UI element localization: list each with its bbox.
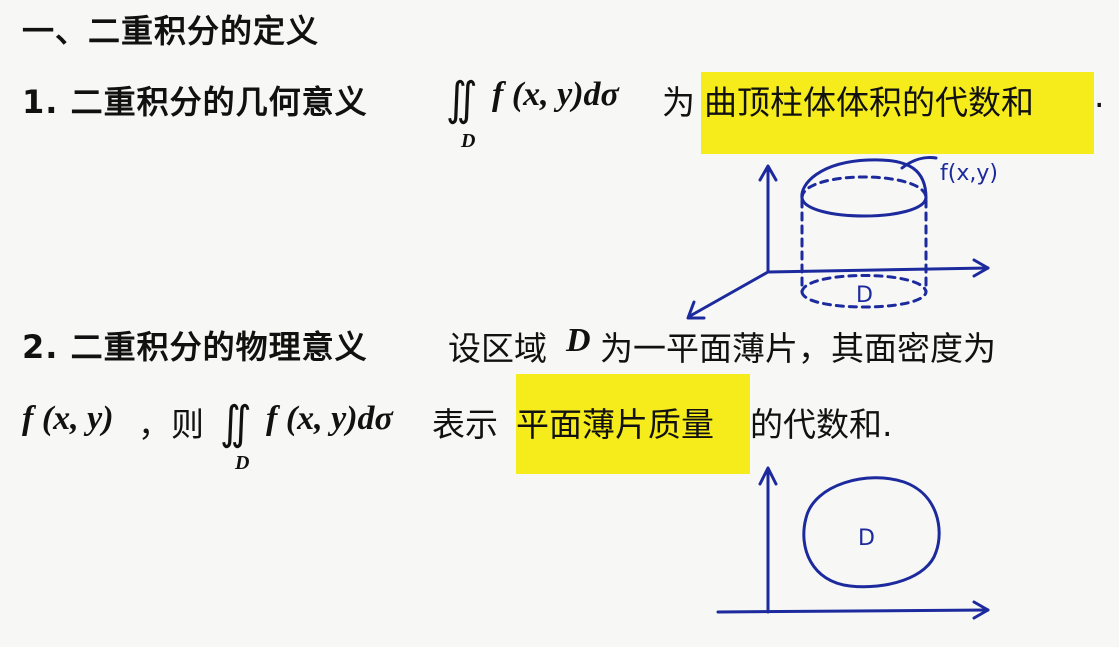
base-region-label: D [856, 283, 873, 308]
item2-comma-then: ，则 [138, 405, 204, 444]
region-D-label: D [858, 526, 875, 551]
plane-x-axis-line [716, 608, 990, 614]
region-D-outline [802, 476, 941, 589]
curved-top-surface [800, 158, 928, 200]
y-axis-line [766, 266, 990, 274]
item2-domain-subscript: D [235, 452, 250, 474]
item2-label: 2. 二重积分的物理意义 [22, 328, 368, 366]
item2-line1-rest: 为一平面薄片，其面密度为 [600, 329, 996, 368]
base-region-ellipse [800, 274, 928, 309]
item2-tail: 的代数和. [750, 405, 893, 444]
z-axis-arrowhead [758, 164, 778, 182]
top-ellipse-front [800, 196, 928, 218]
item2-integrand: f (x, y)dσ [266, 400, 393, 437]
y-axis-arrowhead [972, 258, 990, 278]
item2-highlight-box [516, 374, 750, 474]
item1-tail: . [1094, 76, 1105, 115]
item1-integrand: f (x, y)dσ [492, 76, 619, 113]
surface-label: f(x,y) [940, 161, 998, 186]
surface-label-pointer [900, 156, 938, 170]
section-title: 一、二重积分的定义 [22, 12, 320, 50]
item1-highlight-text: 曲顶柱体体积的代数和 [704, 83, 1034, 122]
item2-line1-text: 设区域 [448, 329, 547, 368]
item1-connector: 为 [662, 83, 695, 122]
item2-highlight-text: 平面薄片质量 [516, 405, 714, 444]
top-ellipse-back [800, 175, 928, 200]
x-axis-arrowhead [686, 300, 706, 320]
item1-domain-subscript: D [461, 130, 476, 152]
cylinder-sketch [686, 156, 990, 320]
plane-y-axis-arrowhead [758, 466, 778, 486]
x-axis-line [688, 270, 770, 318]
item1-highlight-box [701, 72, 1094, 154]
plane-x-axis-arrowhead [972, 600, 990, 620]
item2-density-function: f (x, y) [22, 400, 114, 437]
item2-line1-D: D [566, 322, 591, 359]
item2-double-integral-sign: ∬ [220, 397, 252, 449]
item1-label: 1. 二重积分的几何意义 [22, 83, 368, 121]
item1-double-integral-sign: ∬ [446, 73, 478, 125]
plane-region-sketch [716, 466, 990, 620]
item2-connector: 表示 [432, 405, 498, 444]
